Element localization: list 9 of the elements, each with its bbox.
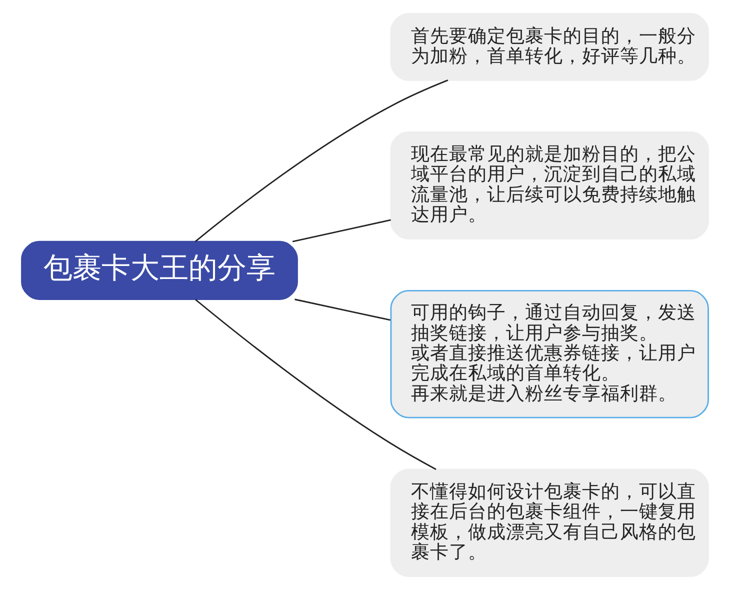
node-box: 现在最常见的就是加粉目的，把公域平台的用户，沉淀到自己的私域流量池，让后续可以免费持续地触达用户。 <box>390 131 709 240</box>
connector <box>292 219 391 242</box>
node-box: 首先要确定包裹卡的目的，一般分为加粉，首单转化，好评等几种。 <box>390 13 709 81</box>
connector <box>194 80 448 242</box>
node-box: 可用的钩子，通过自动回复，发送抽奖链接，让用户参与抽奖。 或者直接推送优惠券链接，让用户完成在私域的首单转化。 再来就是进入粉丝专享福利群。 <box>390 290 709 418</box>
node-box: 包裹卡大王的分享 <box>21 240 298 300</box>
connector <box>194 298 436 470</box>
connector <box>294 298 390 321</box>
node-box: 不懂得如何设计包裹卡的，可以直接在后台的包裹卡组件，一键复用模板，做成漂亮又有自己风格的包裹卡了。 <box>390 468 709 577</box>
